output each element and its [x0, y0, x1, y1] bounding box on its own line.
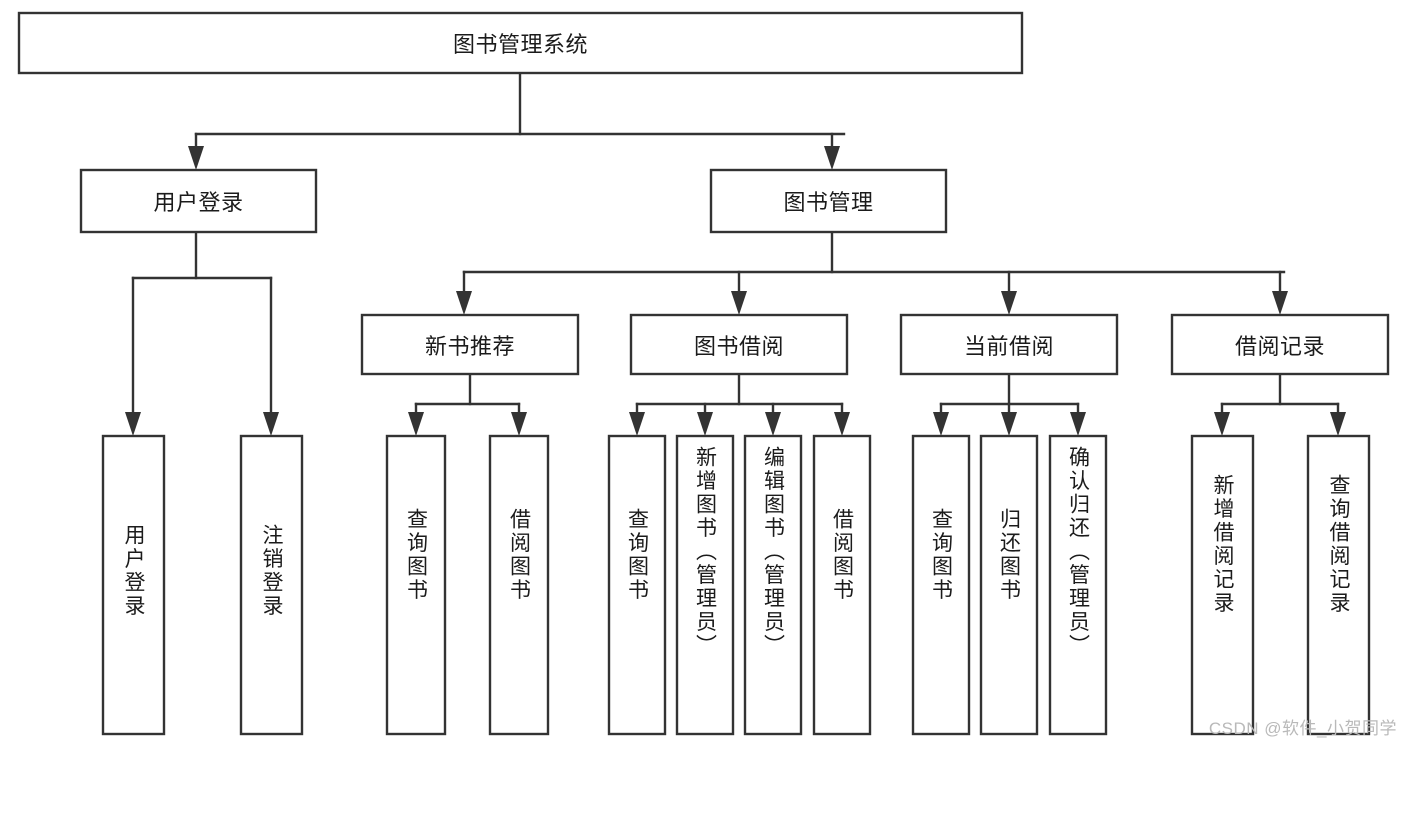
arrow-head-borrow-record — [1272, 291, 1288, 315]
connector-group-new-book-recommend — [408, 372, 527, 436]
node-box-leaf-borrow-book-1[interactable] — [488, 434, 550, 736]
arrow-head-leaf-add-book — [697, 412, 713, 436]
arrow-head-leaf-query-record — [1330, 412, 1346, 436]
arrow-head-leaf-user-login — [125, 412, 141, 436]
node-box-book-borrow[interactable] — [629, 313, 849, 376]
node-box-root[interactable] — [17, 11, 1024, 75]
node-box-leaf-borrow-book-2[interactable] — [812, 434, 872, 736]
diagram-canvas: 图书管理系统 用户登录 图书管理 新书推荐 图书借阅 当前借阅 借阅记录 用户登… — [17, 11, 1397, 738]
arrow-head-leaf-edit-book — [765, 412, 781, 436]
connector-group-borrow-record — [1214, 372, 1346, 436]
node-box-current-borrow[interactable] — [899, 313, 1119, 376]
arrow-head-leaf-borrow-book-1 — [511, 412, 527, 436]
arrow-head-leaf-logout — [263, 412, 279, 436]
connector-group-root — [188, 71, 846, 170]
node-box-new-book-recommend[interactable] — [360, 313, 580, 376]
arrow-head-new-book-recommend — [456, 291, 472, 315]
arrow-head-book-manage — [824, 146, 840, 170]
arrow-head-leaf-borrow-book-2 — [834, 412, 850, 436]
connector-group-user-login — [125, 230, 279, 436]
watermark-text: CSDN @软件_小贺同学 — [1208, 719, 1397, 738]
connector-group-current-borrow — [933, 372, 1086, 436]
node-box-leaf-user-login[interactable] — [101, 434, 166, 736]
arrow-head-leaf-query-book-2 — [629, 412, 645, 436]
arrow-head-leaf-confirm-return — [1070, 412, 1086, 436]
arrow-head-user-login — [188, 146, 204, 170]
node-box-leaf-return-book[interactable] — [979, 434, 1039, 736]
arrow-head-book-borrow — [731, 291, 747, 315]
node-box-leaf-query-record[interactable] — [1306, 434, 1371, 736]
node-box-leaf-query-book-3[interactable] — [911, 434, 971, 736]
arrow-head-leaf-query-book-1 — [408, 412, 424, 436]
node-box-leaf-edit-book[interactable] — [743, 434, 803, 736]
arrow-head-current-borrow — [1001, 291, 1017, 315]
arrow-head-leaf-return-book — [1001, 412, 1017, 436]
node-box-user-login[interactable] — [79, 168, 318, 234]
node-box-leaf-query-book-1[interactable] — [385, 434, 447, 736]
arrow-head-leaf-add-record — [1214, 412, 1230, 436]
connector-group-book-manage — [456, 230, 1288, 315]
node-box-borrow-record[interactable] — [1170, 313, 1390, 376]
node-box-leaf-confirm-return[interactable] — [1048, 434, 1108, 736]
node-box-leaf-query-book-2[interactable] — [607, 434, 667, 736]
node-box-book-manage[interactable] — [709, 168, 948, 234]
tree-diagram-svg — [17, 11, 1390, 736]
arrow-head-leaf-query-book-3 — [933, 412, 949, 436]
node-box-leaf-add-record[interactable] — [1190, 434, 1255, 736]
connector-group-book-borrow — [629, 372, 850, 436]
node-box-leaf-add-book[interactable] — [675, 434, 735, 736]
node-box-leaf-logout[interactable] — [239, 434, 304, 736]
